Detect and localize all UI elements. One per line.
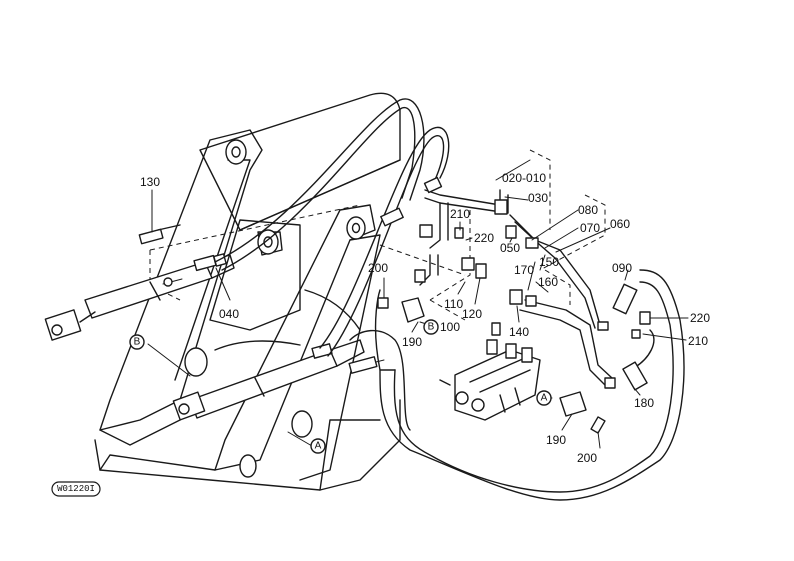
label-130: 130 bbox=[140, 175, 160, 189]
label-090: 090 bbox=[612, 261, 632, 275]
label-040: 040 bbox=[219, 307, 239, 321]
label-070: 070 bbox=[580, 221, 600, 235]
label-180: 180 bbox=[634, 396, 654, 410]
stamp-code: W01220I bbox=[57, 484, 95, 494]
callout-letters: B B A A bbox=[129, 319, 552, 454]
label-080: 080 bbox=[578, 203, 598, 217]
label-210-right: 210 bbox=[688, 334, 708, 348]
label-100: 100 bbox=[440, 320, 460, 334]
tilt-cylinder-right bbox=[172, 339, 365, 421]
part-labels: 020-010 030 080 070 060 210 220 050 150 … bbox=[140, 171, 710, 465]
label-170: 170 bbox=[514, 263, 534, 277]
label-050: 050 bbox=[500, 241, 520, 255]
callout-a-mid: A bbox=[536, 390, 552, 406]
label-150: 150 bbox=[539, 255, 559, 269]
label-190-left: 190 bbox=[402, 335, 422, 349]
cylinder-fittings bbox=[138, 224, 385, 374]
label-190-bottom: 190 bbox=[546, 433, 566, 447]
drawing-stamp: W01220I bbox=[51, 481, 101, 497]
label-120: 120 bbox=[462, 307, 482, 321]
label-210-top: 210 bbox=[450, 207, 470, 221]
control-valve bbox=[439, 339, 541, 421]
label-030: 030 bbox=[528, 191, 548, 205]
label-200-bottom: 200 bbox=[577, 451, 597, 465]
label-220-right: 220 bbox=[690, 311, 710, 325]
label-220-top: 220 bbox=[474, 231, 494, 245]
label-140: 140 bbox=[509, 325, 529, 339]
label-060: 060 bbox=[610, 217, 630, 231]
callout-a-left: A bbox=[310, 438, 326, 454]
fittings bbox=[377, 176, 651, 434]
svg-text:B: B bbox=[134, 337, 141, 348]
hydraulic-hoses bbox=[214, 98, 685, 501]
svg-text:A: A bbox=[541, 393, 548, 404]
loader-frame bbox=[94, 92, 401, 491]
label-200-left: 200 bbox=[368, 261, 388, 275]
lift-cylinder-left bbox=[44, 254, 235, 341]
label-020-010: 020-010 bbox=[502, 171, 546, 185]
svg-text:A: A bbox=[315, 441, 322, 452]
callout-b-left: B bbox=[129, 334, 145, 350]
callout-b-mid: B bbox=[423, 319, 439, 335]
label-160: 160 bbox=[538, 275, 558, 289]
label-110: 110 bbox=[444, 297, 463, 311]
svg-text:B: B bbox=[428, 322, 435, 333]
leader-lines bbox=[147, 159, 689, 449]
